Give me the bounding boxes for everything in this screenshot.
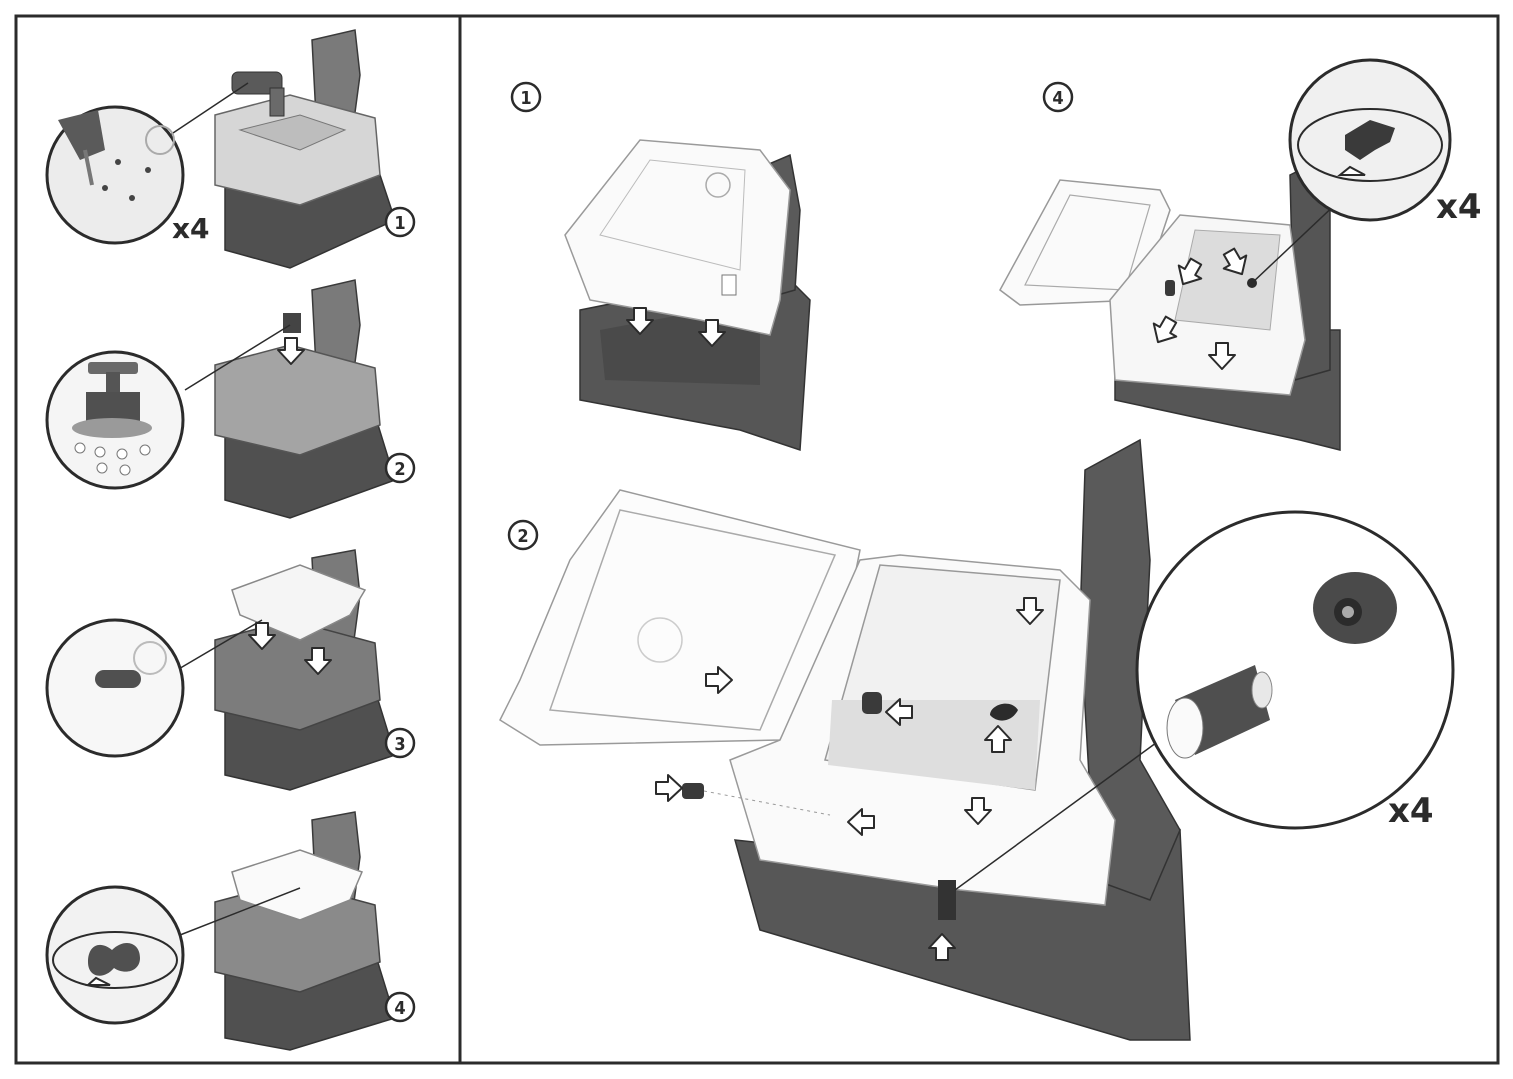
- left-step-3: 3: [45, 549, 416, 791]
- knob-and-spacer-icon: [1166, 572, 1397, 759]
- left-panel: x4 1 2: [45, 29, 416, 1051]
- step2-detail-circle: [1135, 510, 1455, 830]
- left-step-3-number: 3: [394, 734, 405, 755]
- right-step-4: 4 x4: [999, 58, 1482, 451]
- left-step-1: x4 1: [45, 29, 416, 269]
- right-step-1-number: 1: [520, 88, 531, 109]
- left-step-2: 2: [45, 279, 416, 519]
- right-panel: 1 4: [499, 58, 1482, 1041]
- lock-latch-icon: [95, 641, 167, 688]
- left-step-4: 4: [45, 811, 416, 1051]
- rotate-knob-icon: [52, 931, 178, 989]
- mounting-bracket-icon: [72, 362, 152, 476]
- right-step-2-number: 2: [517, 526, 528, 547]
- left-step-1-multiplier: x4: [172, 212, 210, 245]
- right-step-4-number: 4: [1052, 88, 1063, 109]
- right-step-2: 2: [499, 438, 1455, 1041]
- left-step-4-number: 4: [394, 998, 405, 1019]
- drill-icon: [58, 110, 175, 201]
- left-step-2-number: 2: [394, 459, 405, 480]
- right-step-4-multiplier: x4: [1436, 187, 1482, 227]
- outer-frame: [14, 14, 1500, 1065]
- step4-knob-icon: [1297, 108, 1443, 182]
- right-step-2-multiplier: x4: [1388, 791, 1434, 831]
- left-step-1-number: 1: [394, 213, 405, 234]
- right-step-1: 1: [510, 81, 811, 452]
